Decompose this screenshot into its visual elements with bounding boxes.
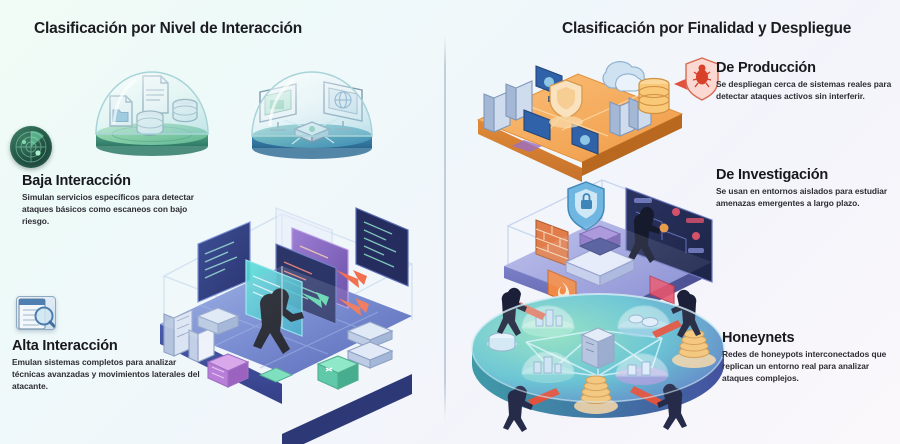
heading-baja-interaccion: Baja Interacción: [22, 173, 131, 189]
lock-shield-icon: [567, 181, 605, 231]
cube-icon: [316, 355, 360, 390]
description-de-investigacion: Se usan en entornos aislados para estudi…: [716, 186, 888, 208]
shield-icon: [549, 79, 583, 128]
isometric-honeynet-mesh: [466, 272, 730, 432]
page-title-right: Clasificación por Finalidad y Despliegue: [562, 20, 852, 37]
heading-honeynets: Honeynets: [722, 330, 795, 346]
column-divider: [444, 36, 446, 421]
description-baja-interaccion: Simulan servicios específicos para detec…: [22, 192, 194, 226]
glass-dome-network: [244, 48, 380, 164]
red-arrow-icon: [674, 78, 696, 90]
cube-icon: [206, 353, 250, 388]
description-alta-interaccion: Emulan sistemas completos para analizar …: [12, 357, 200, 391]
code-screen-icon: [355, 207, 409, 287]
heading-alta-interaccion: Alta Interacción: [12, 338, 118, 354]
heading-de-investigacion: De Investigación: [716, 167, 829, 183]
hacker-icon: [657, 383, 687, 430]
bug-shield-icon: [685, 57, 719, 101]
text-block-de-produccion: De Producción Se despliegan cerca de sis…: [716, 60, 894, 103]
database-icon: [638, 77, 670, 115]
arrow-icon: [336, 270, 367, 288]
description-honeynets: Redes de honeypots interconectados que r…: [722, 349, 887, 383]
description-de-produccion: Se despliegan cerca de sistemas reales p…: [716, 79, 892, 101]
hacker-icon: [503, 385, 533, 432]
glass-dome-services: [88, 48, 216, 160]
page-title-left: Clasificación por Nivel de Interacción: [34, 20, 303, 37]
monitor-icon: [571, 123, 599, 155]
text-block-honeynets: Honeynets Redes de honeypots interconect…: [722, 330, 894, 385]
server-icon: [505, 80, 533, 121]
radar-icon: [10, 126, 52, 168]
heading-de-produccion: De Producción: [716, 60, 816, 76]
text-block-de-investigacion: De Investigación Se usan en entornos ais…: [716, 167, 894, 210]
text-block-baja-interaccion: Baja Interacción Simulan servicios espec…: [22, 173, 204, 228]
isometric-production-network: [470, 44, 720, 182]
text-block-alta-interaccion: Alta Interacción Emulan sistemas complet…: [12, 338, 200, 393]
isometric-high-interaction-environment: [140, 172, 422, 444]
monitor-icon: [512, 109, 551, 152]
document-magnifier-icon: [16, 296, 56, 330]
